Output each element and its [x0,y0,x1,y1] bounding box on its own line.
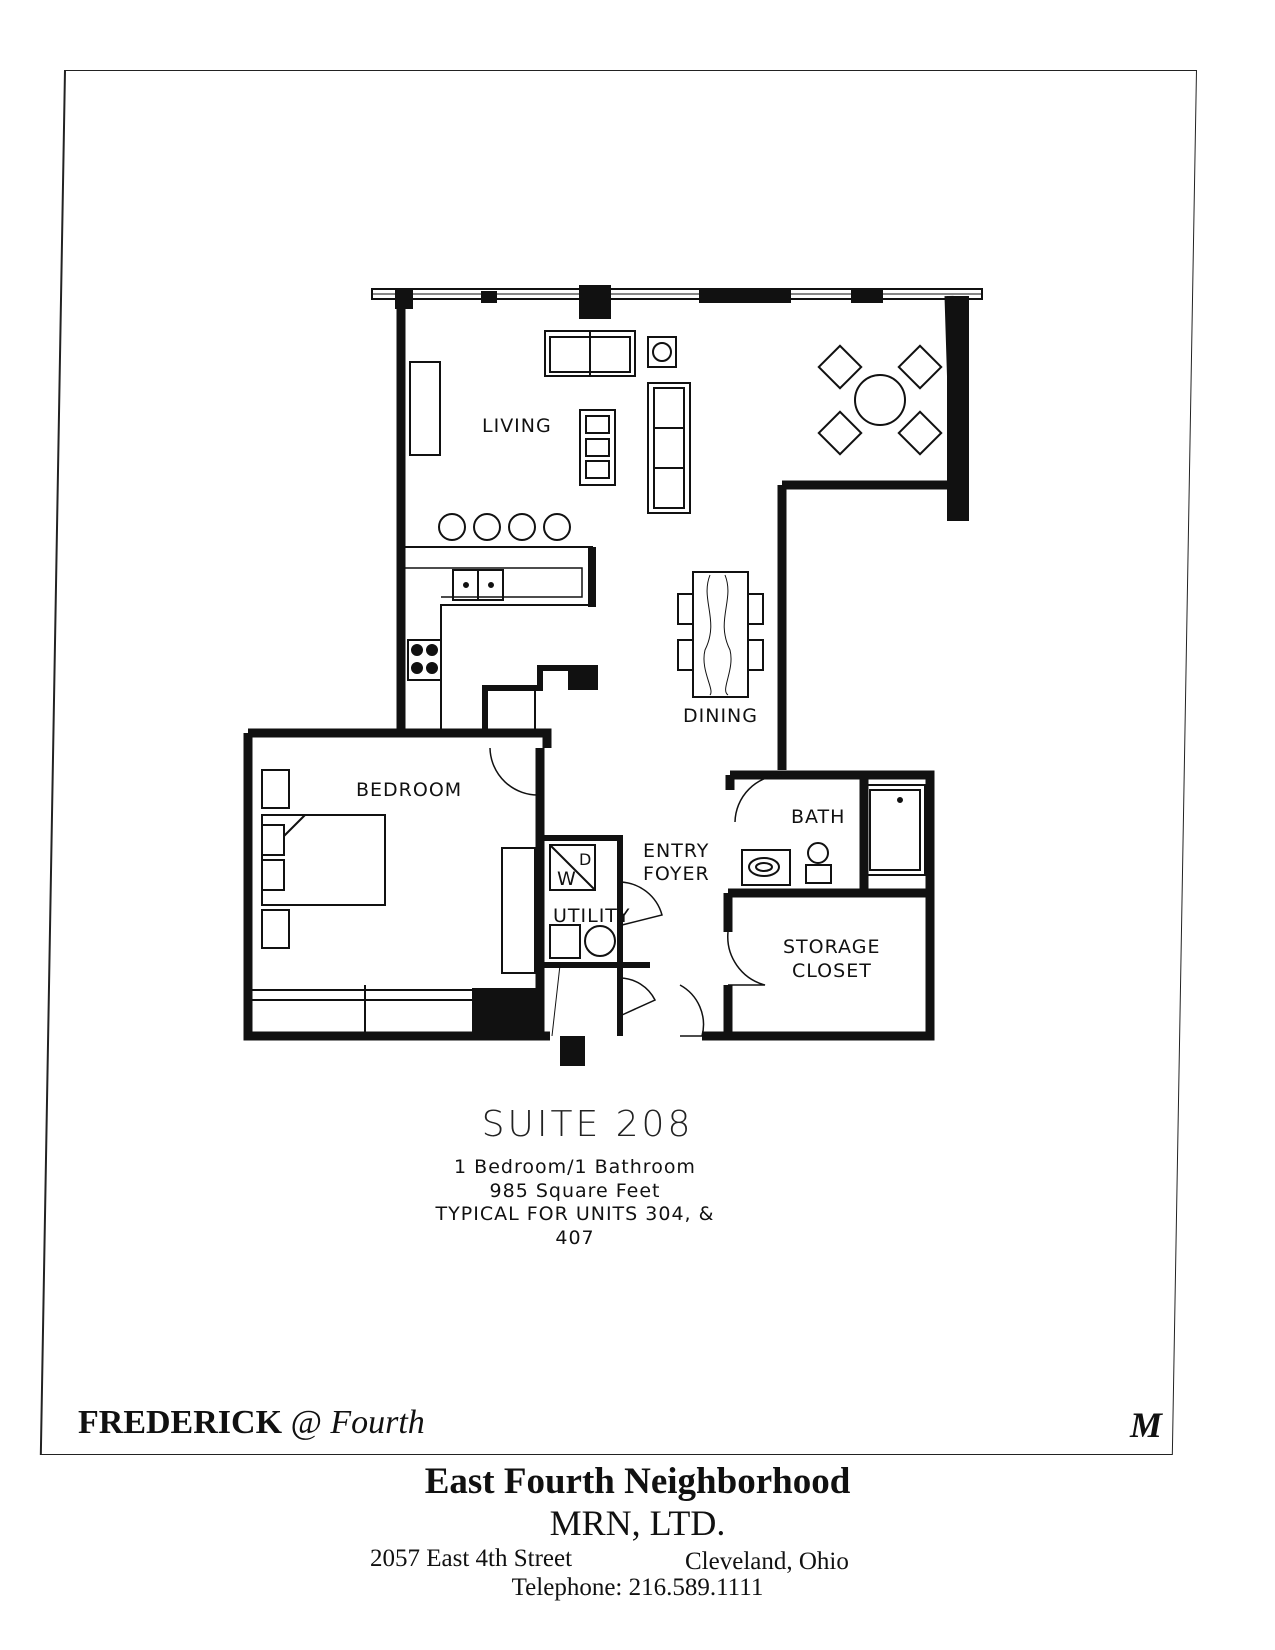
room-label-bath: BATH [791,806,845,828]
suite-bedrooms: 1 Bedroom/1 Bathroom [454,1156,696,1178]
brand-mark: M [1130,1405,1163,1445]
suite-area: 985 Square Feet [489,1180,661,1202]
brand-street: Fourth [330,1404,425,1441]
room-label-living: LIVING [482,415,552,437]
footer-neighborhood: East Fourth Neighborhood [424,1461,851,1502]
dining-table [677,571,764,698]
room-label-foyer: FOYER [643,863,710,885]
room-label-closet: CLOSET [792,960,872,982]
footer-company: MRN, LTD. [549,1503,726,1543]
room-label-bedroom: BEDROOM [356,779,462,801]
utility-closet [540,835,650,1037]
brand-name: FREDERICK [78,1404,283,1441]
suite-typical-line2: 407 [555,1227,595,1249]
doors [489,747,783,1037]
footer-address: 2057 East 4th Street [370,1545,573,1572]
living-furniture [409,330,691,514]
room-label-entry: ENTRY [643,840,709,862]
room-label-storage: STORAGE [783,936,880,958]
kitchen [403,513,598,733]
bath-fixtures [741,784,926,886]
washer-label: W [557,868,577,890]
brand-logo: FREDERICK @ Fourth [78,1404,425,1442]
round-table [817,344,943,456]
window-strip [371,285,983,319]
dryer-label: D [579,850,592,869]
brand-at: @ [290,1404,322,1441]
suite-typical-line1: TYPICAL FOR UNITS 304, & [435,1203,715,1225]
room-label-utility: UTILITY [553,905,631,927]
suite-title: SUITE 208 [481,1104,694,1145]
bedroom-furniture [252,769,540,1036]
footer-telephone: Telephone: 216.589.1111 [511,1574,764,1601]
room-label-dining: DINING [683,705,758,727]
footer-city: Cleveland, Ohio [685,1548,849,1575]
